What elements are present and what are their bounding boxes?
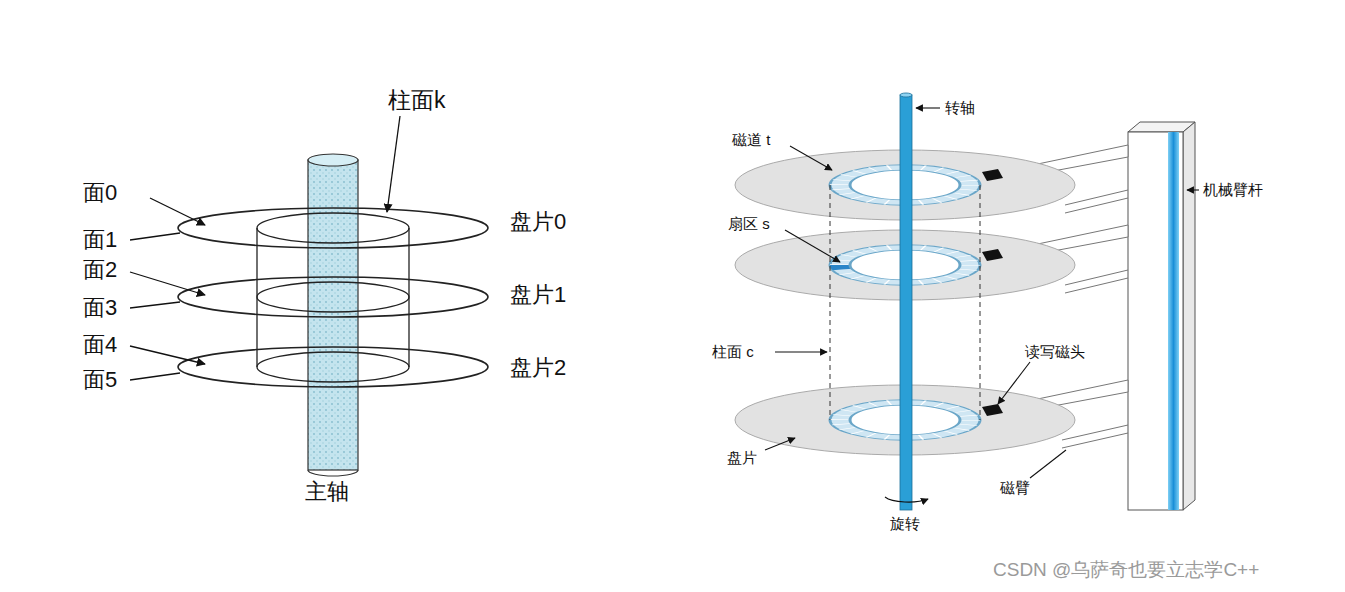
platter-label: 盘片0 [510, 209, 566, 234]
sector-label: 扇区 s [728, 215, 770, 232]
surface-label: 面1 [83, 227, 117, 252]
platter-label: 盘片2 [510, 355, 566, 380]
watermark: CSDN @乌萨奇也要立志学C++ [993, 559, 1259, 581]
leader-line [765, 108, 1199, 502]
spindle [308, 154, 358, 476]
read-write-head [982, 169, 1003, 416]
cylinder-outline [257, 213, 409, 382]
track-label: 磁道 t [732, 131, 770, 148]
surface-label: 面3 [83, 295, 117, 320]
arm-label: 磁臂 [1000, 479, 1030, 496]
platter-label: 盘片 [727, 449, 757, 466]
platter-outline [178, 208, 488, 387]
rotation-label: 旋转 [890, 515, 920, 532]
cylinder-label: 柱面 c [712, 343, 754, 360]
cylinder-dash [830, 185, 980, 420]
spindle-label: 转轴 [945, 99, 975, 116]
leader-line [130, 116, 400, 380]
spindle [900, 93, 912, 510]
arm-bar [1128, 122, 1195, 510]
surface-label: 面4 [83, 332, 117, 357]
cylinder-label: 柱面k [388, 87, 446, 113]
surface-label: 面0 [83, 180, 117, 205]
head-label: 读写磁头 [1025, 343, 1085, 360]
surface-label: 面2 [83, 257, 117, 282]
spindle-label: 主轴 [305, 479, 349, 504]
platter-label: 盘片1 [510, 282, 566, 307]
surface-label: 面5 [83, 367, 117, 392]
arm-bar-label: 机械臂杆 [1203, 181, 1263, 198]
